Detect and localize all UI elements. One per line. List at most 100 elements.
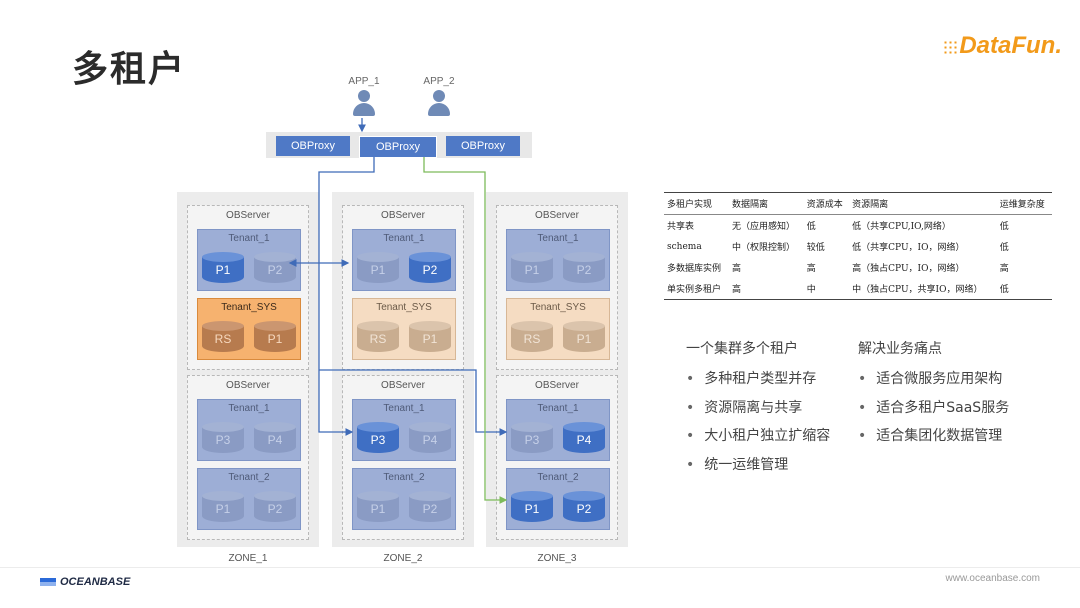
- logo-dots-icon: [943, 39, 958, 54]
- table-cell: 低（共享CPU，IO，网络）: [852, 243, 965, 253]
- table-cell: 中（独占CPU，共享IO，网络）: [849, 278, 997, 300]
- partition-p2: P2: [409, 491, 451, 525]
- list-item: 资源隔离与共享: [686, 397, 830, 426]
- partition-p3: P3: [202, 422, 244, 456]
- table-cell: 低: [996, 278, 1052, 300]
- tenant-1: Tenant_1 P3 P4: [197, 399, 301, 461]
- table-row: 共享表 无（应用感知） 低 低（共享CPU,IO,网络） 低: [664, 215, 1052, 237]
- tenant-2: Tenant_2 P1 P2: [506, 468, 610, 530]
- tenant-2: Tenant_2 P1 P2: [197, 468, 301, 530]
- app-2: APP_2: [414, 76, 464, 118]
- tenant-label: Tenant_2: [383, 472, 425, 483]
- partition-p2: P2: [254, 491, 296, 525]
- tenant-1: Tenant_1 P3 P4: [506, 399, 610, 461]
- tenant-label: Tenant_1: [537, 233, 579, 244]
- partition-p1: P1: [202, 491, 244, 525]
- partition-p1: P1: [511, 252, 553, 286]
- features-title: 一个集群多个租户: [686, 341, 798, 357]
- comparison-table: 多租户实现 数据隔离 资源成本 资源隔离 运维复杂度 共享表 无（应用感知） 低…: [664, 192, 1052, 300]
- table-cell: 无（应用感知）: [731, 222, 795, 232]
- table-cell: 低（共享CPU,IO,网络）: [852, 222, 951, 232]
- table-cell: 高: [806, 264, 816, 274]
- app-label: APP_1: [348, 76, 380, 87]
- zone-1: OBServer Tenant_1 P1 P2 Tenant_SYS RS P1…: [177, 192, 319, 547]
- partition-p1: P1: [563, 321, 605, 355]
- partition-rs: RS: [357, 321, 399, 355]
- table-cell: 单实例多租户: [664, 278, 729, 300]
- app-1: APP_1: [339, 76, 389, 118]
- table-row: 单实例多租户 高 中 中（独占CPU，共享IO，网络） 低: [664, 278, 1052, 300]
- table-cell: 低: [999, 243, 1009, 253]
- table-cell: 高（独占CPU，IO，网络）: [852, 264, 965, 274]
- table-cell: 中（权限控制）: [731, 243, 795, 253]
- tenant-label: Tenant_SYS: [221, 302, 277, 313]
- zone-2: OBServer Tenant_1 P1 P2 Tenant_SYS RS P1…: [332, 192, 474, 547]
- partition-p1: P1: [357, 491, 399, 525]
- list-item: 多种租户类型并存: [686, 368, 830, 397]
- partition-p4: P4: [409, 422, 451, 456]
- list-item: 适合集团化数据管理: [858, 425, 1009, 454]
- list-item: 大小租户独立扩缩容: [686, 425, 830, 454]
- table-cell: 低: [806, 222, 816, 232]
- observer: OBServer Tenant_1 P1 P2 Tenant_SYS RS P1: [496, 205, 618, 370]
- observer-label: OBServer: [226, 380, 270, 391]
- obproxy-1: OBProxy: [276, 136, 350, 156]
- partition-p1: P1: [357, 252, 399, 286]
- zone-label: ZONE_1: [228, 553, 268, 564]
- list-item: 适合微服务应用架构: [858, 368, 1009, 397]
- table-cell: 高: [728, 278, 804, 300]
- tenant-label: Tenant_SYS: [376, 302, 432, 313]
- datafun-logo: DataFun.: [943, 32, 1062, 60]
- partition-p4: P4: [254, 422, 296, 456]
- observer-label: OBServer: [535, 210, 579, 221]
- features-list: 多种租户类型并存 资源隔离与共享 大小租户独立扩缩容 统一运维管理: [686, 368, 830, 482]
- zone-label: ZONE_2: [383, 553, 423, 564]
- tenant-2: Tenant_2 P1 P2: [352, 468, 456, 530]
- tenant-1: Tenant_1 P3 P4: [352, 399, 456, 461]
- table-header: 多租户实现: [664, 192, 729, 215]
- tenant-label: Tenant_1: [537, 403, 579, 414]
- observer-label: OBServer: [535, 380, 579, 391]
- partition-p1: P1: [254, 321, 296, 355]
- tenant-sys: Tenant_SYS RS P1: [197, 298, 301, 360]
- table-header: 数据隔离: [728, 192, 804, 215]
- table-header: 资源成本: [803, 192, 850, 215]
- tenant-1: Tenant_1 P1 P2: [197, 229, 301, 291]
- oceanbase-logo: OCEANBASE: [40, 576, 130, 588]
- table-header-row: 多租户实现 数据隔离 资源成本 资源隔离 运维复杂度: [664, 192, 1052, 215]
- observer-label: OBServer: [226, 210, 270, 221]
- table-header: 运维复杂度: [996, 192, 1052, 215]
- table-row: 多数据库实例 高 高 高（独占CPU，IO，网络） 高: [664, 257, 1052, 278]
- table-cell: 共享表: [667, 222, 695, 232]
- table-header: 资源隔离: [849, 192, 997, 215]
- table-cell: 多数据库实例: [667, 264, 722, 274]
- table-cell: 中: [803, 278, 850, 300]
- oceanbase-flag-icon: [40, 578, 56, 587]
- partition-p3: P3: [511, 422, 553, 456]
- tenant-label: Tenant_SYS: [530, 302, 586, 313]
- partition-p2: P2: [563, 491, 605, 525]
- obproxy-2: OBProxy: [360, 137, 436, 157]
- partition-p4: P4: [563, 422, 605, 456]
- benefits-title: 解决业务痛点: [858, 341, 942, 357]
- table-cell: 高: [731, 264, 741, 274]
- partition-p1: P1: [202, 252, 244, 286]
- table-cell: schema: [667, 241, 702, 252]
- tenant-1: Tenant_1 P1 P2: [352, 229, 456, 291]
- table-cell: 低: [999, 222, 1009, 232]
- zone-label: ZONE_3: [537, 553, 577, 564]
- user-icon: [426, 90, 452, 118]
- tenant-sys: Tenant_SYS RS P1: [506, 298, 610, 360]
- observer-label: OBServer: [381, 210, 425, 221]
- logo-text: DataFun.: [959, 32, 1062, 59]
- footer-divider: [0, 567, 1080, 568]
- tenant-label: Tenant_1: [228, 233, 270, 244]
- partition-p1: P1: [511, 491, 553, 525]
- tenant-sys: Tenant_SYS RS P1: [352, 298, 456, 360]
- partition-p2: P2: [254, 252, 296, 286]
- partition-rs: RS: [202, 321, 244, 355]
- user-icon: [351, 90, 377, 118]
- tenant-label: Tenant_2: [228, 472, 270, 483]
- observer: OBServer Tenant_1 P3 P4 Tenant_2 P1 P2: [187, 375, 309, 540]
- observer: OBServer Tenant_1 P1 P2 Tenant_SYS RS P1: [342, 205, 464, 370]
